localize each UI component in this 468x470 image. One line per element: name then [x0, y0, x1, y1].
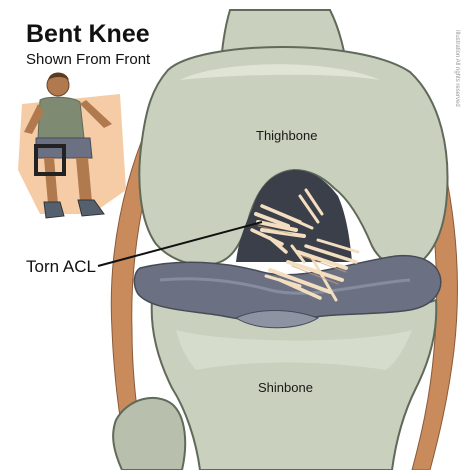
- torn-acl-label: Torn ACL: [26, 257, 96, 276]
- diagram-title: Bent Knee: [26, 20, 150, 48]
- diagram-subtitle: Shown From Front: [26, 51, 151, 68]
- shinbone-label: Shinbone: [258, 380, 313, 395]
- illustration-credit: Illustration All rights reserved: [454, 30, 460, 107]
- thighbone-label: Thighbone: [256, 128, 317, 143]
- fibula-head: [113, 398, 185, 470]
